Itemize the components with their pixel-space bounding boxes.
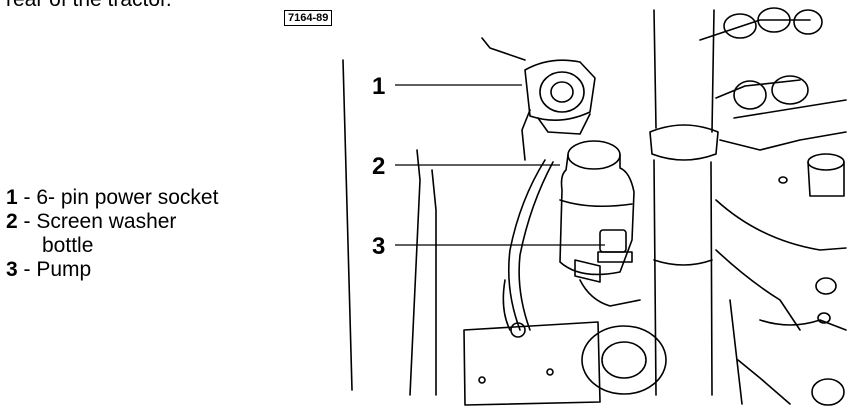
callout-1: 1 — [372, 73, 385, 100]
legend-text-continued: bottle — [42, 234, 94, 257]
intro-text: rear of the tractor. — [6, 0, 172, 13]
callout-leaders — [395, 84, 605, 246]
line-drawing — [342, 7, 847, 406]
legend-separator: - — [17, 210, 37, 233]
legend-text: Pump — [36, 258, 92, 281]
callout-3: 3 — [372, 233, 385, 260]
legend: 1 - 6- pin power socket 2 - Screen washe… — [6, 186, 218, 282]
legend-item: 1 - 6- pin power socket — [6, 186, 218, 210]
legend-number: 2 — [6, 210, 18, 233]
figure-reference: 7164-89 — [284, 10, 333, 26]
legend-number: 1 — [6, 186, 18, 209]
legend-separator: - — [17, 186, 37, 209]
legend-separator: - — [17, 258, 37, 281]
callout-2: 2 — [372, 153, 385, 180]
legend-text: 6- pin power socket — [36, 186, 219, 209]
legend-item: 2 - Screen washer — [6, 210, 218, 234]
legend-text: Screen washer — [36, 210, 177, 233]
legend-number: 3 — [6, 258, 18, 281]
legend-item: 3 - Pump — [6, 258, 218, 282]
